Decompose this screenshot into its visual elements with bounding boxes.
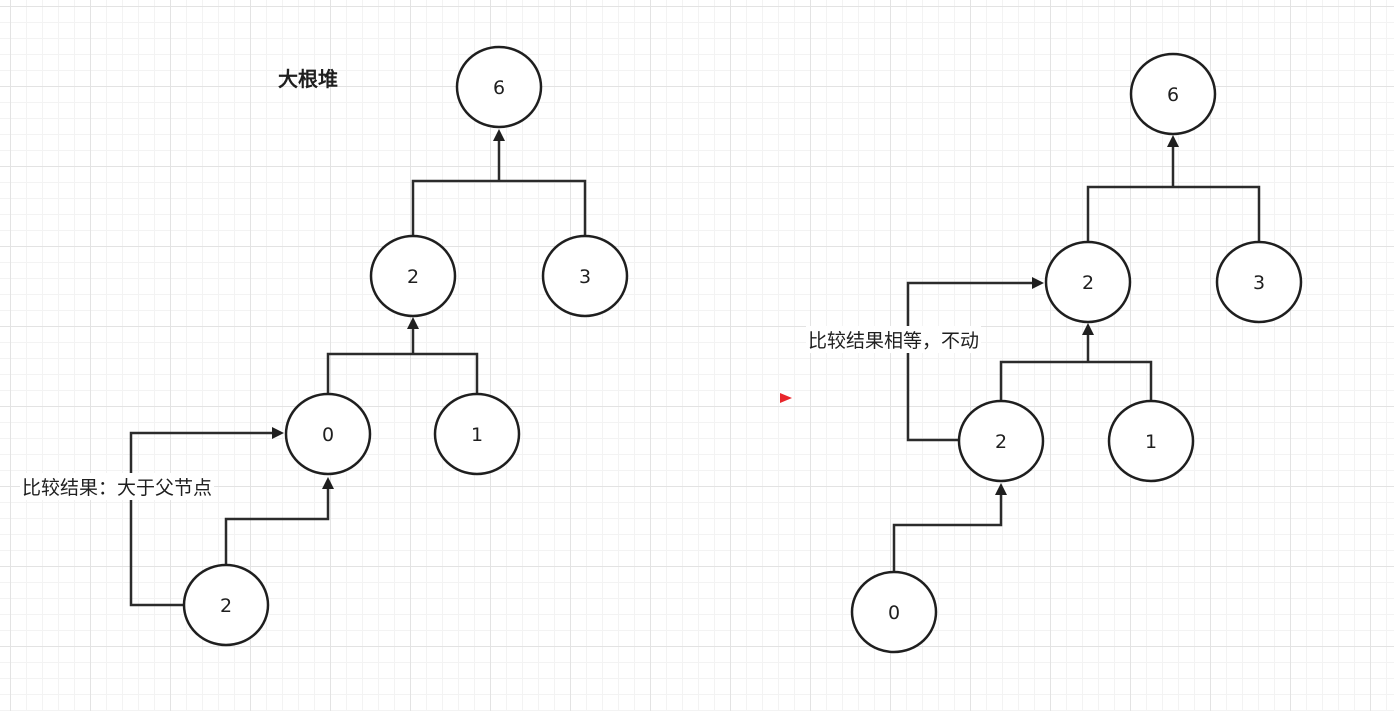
heap-node: 0 bbox=[284, 392, 372, 476]
node-value: 0 bbox=[888, 602, 900, 624]
right-edge-new-c bbox=[892, 483, 1007, 573]
left-compare-arrow bbox=[129, 427, 284, 607]
right-tree-edges bbox=[892, 135, 1261, 573]
node-value: 6 bbox=[1167, 84, 1179, 106]
left-tree-nodes: 6 2 3 0 1 2 bbox=[182, 45, 629, 647]
right-edge-b-root bbox=[1173, 185, 1261, 243]
node-value: 3 bbox=[1253, 272, 1265, 294]
heap-node: 1 bbox=[433, 392, 521, 476]
heap-node: 2 bbox=[1044, 240, 1132, 324]
node-value: 2 bbox=[407, 266, 419, 288]
left-edge-c-a bbox=[326, 352, 413, 395]
heap-node: 1 bbox=[1107, 399, 1195, 483]
right-edge-a-root bbox=[1086, 185, 1173, 243]
right-edge-c-a bbox=[999, 360, 1088, 402]
left-edge-b-root bbox=[499, 179, 587, 237]
heap-node: 6 bbox=[455, 45, 543, 129]
left-edge-d-a bbox=[413, 352, 479, 395]
left-edge-new-c bbox=[224, 477, 334, 565]
node-value: 2 bbox=[995, 431, 1007, 453]
left-edge-a-root bbox=[411, 179, 499, 237]
node-value: 1 bbox=[471, 424, 483, 446]
right-edge-d-a bbox=[1088, 360, 1153, 402]
node-value: 1 bbox=[1145, 431, 1157, 453]
right-tree-nodes: 6 2 3 2 1 0 bbox=[850, 52, 1303, 654]
node-value: 0 bbox=[322, 424, 334, 446]
heap-node: 2 bbox=[957, 399, 1045, 483]
heap-node: 0 bbox=[850, 570, 938, 654]
heap-node: 2 bbox=[369, 234, 457, 318]
node-value: 6 bbox=[493, 77, 505, 99]
heap-node: 2 bbox=[182, 563, 270, 647]
right-compare-arrow bbox=[906, 277, 1044, 442]
diagram-title: 大根堆 bbox=[278, 67, 338, 91]
right-annotation: 比较结果相等，不动 bbox=[806, 326, 982, 353]
node-value: 2 bbox=[1082, 272, 1094, 294]
left-annotation: 比较结果：大于父节点 bbox=[20, 473, 215, 500]
node-value: 3 bbox=[579, 266, 591, 288]
heap-node: 3 bbox=[541, 234, 629, 318]
heap-node: 3 bbox=[1215, 240, 1303, 324]
node-value: 2 bbox=[220, 595, 232, 617]
heap-node: 6 bbox=[1129, 52, 1217, 136]
left-tree-edges bbox=[129, 129, 587, 607]
